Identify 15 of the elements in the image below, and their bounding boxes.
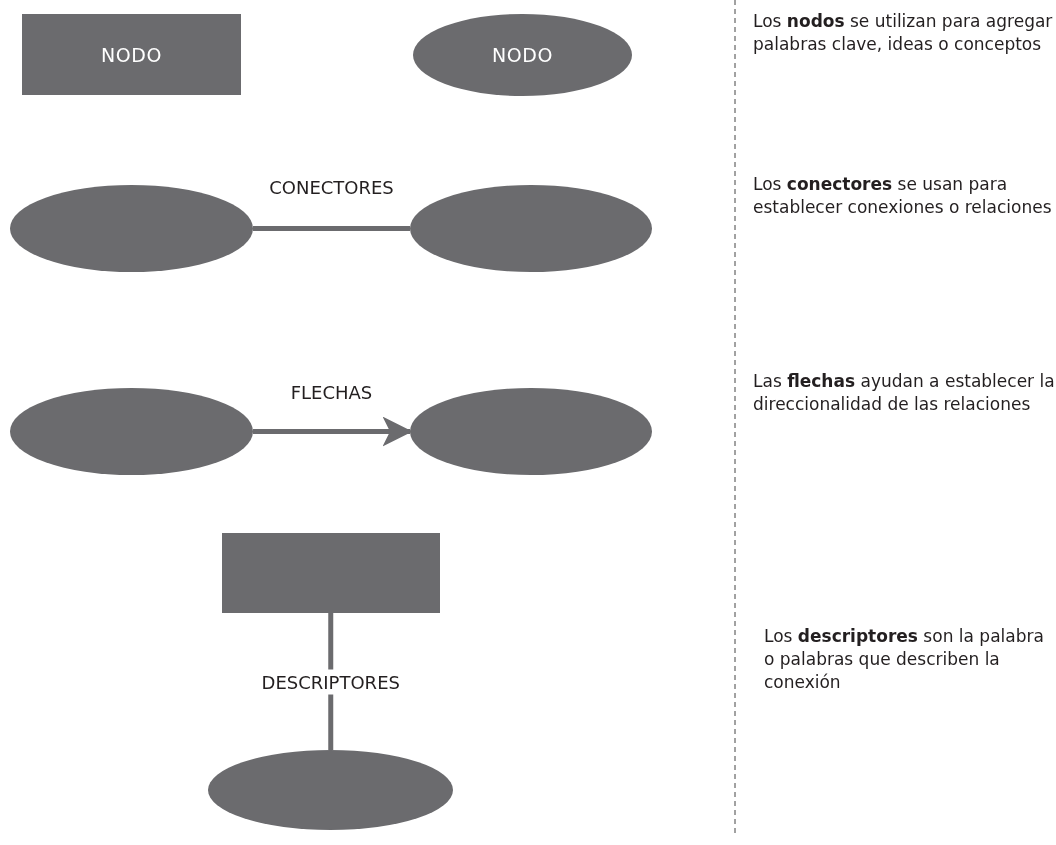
connector-line — [253, 226, 410, 231]
ellipse-node — [410, 185, 652, 272]
description-text: Las flechas ayudan a establecer la direccionalidad de las relaciones — [753, 370, 1056, 416]
ellipse-node — [208, 750, 453, 830]
ellipse-node — [10, 388, 253, 475]
rectangle-node — [222, 533, 440, 613]
rectangle-node — [22, 14, 241, 95]
ellipse-node — [413, 14, 632, 96]
description-text: Los nodos se utilizan para agregar palabras clave, ideas o conceptos — [753, 10, 1053, 56]
node-label: NODO — [492, 44, 553, 66]
description-text: Los conectores se usan para establecer conexiones o relaciones — [753, 173, 1053, 219]
ellipse-node — [10, 185, 253, 272]
ellipse-node — [410, 388, 652, 475]
description-text: Los descriptores son la palabra o palabras que describen la conexión — [764, 625, 1045, 694]
node-label: NODO — [101, 43, 162, 66]
